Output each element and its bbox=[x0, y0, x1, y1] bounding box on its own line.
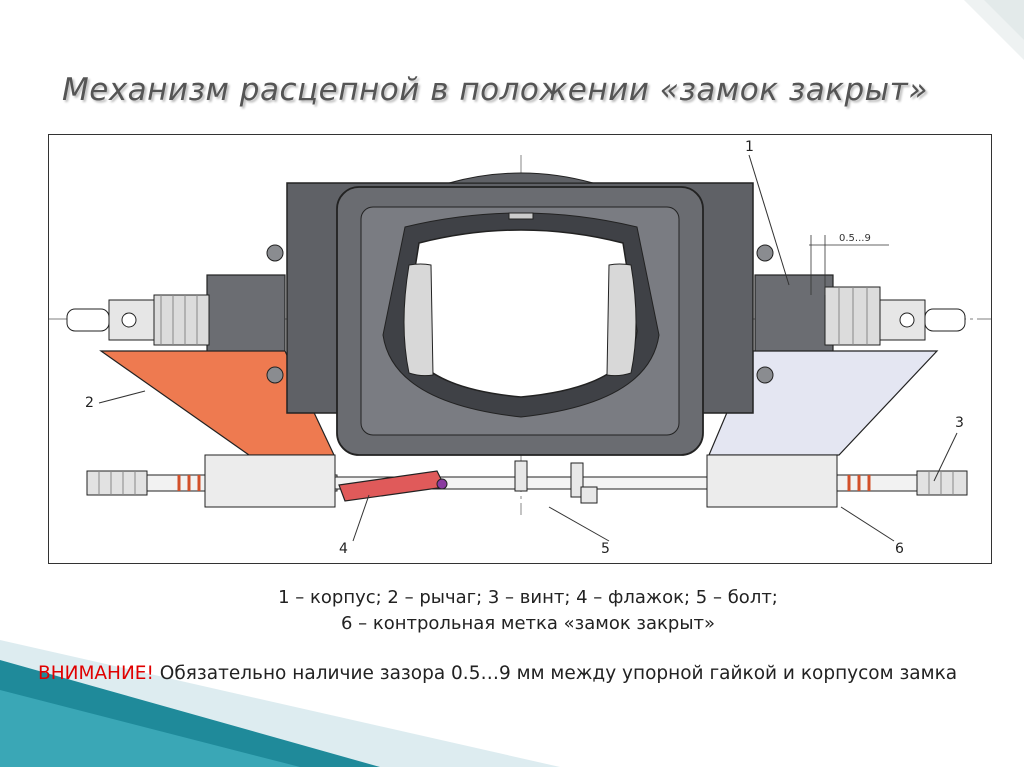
warning-text: Обязательно наличие зазора 0.5…9 мм межд… bbox=[153, 663, 958, 684]
callout-3: 3 bbox=[955, 415, 964, 431]
lock-body bbox=[266, 172, 774, 456]
legend-line-2: 6 – контрольная метка «замок закрыт» bbox=[340, 613, 716, 634]
mechanism-drawing: 0.5...9 1 2 3 4 5 6 bbox=[48, 134, 992, 564]
warning-note: ВНИМАНИЕ! Обязательно наличие зазора 0.5… bbox=[38, 662, 998, 686]
callout-5: 5 bbox=[601, 541, 610, 557]
callout-2: 2 bbox=[85, 395, 94, 411]
wave-decoration bbox=[0, 640, 560, 767]
slide-title: Механизм расцепной в положении «замок за… bbox=[62, 72, 928, 108]
callout-4: 4 bbox=[339, 541, 348, 557]
flag bbox=[338, 470, 446, 502]
callout-6: 6 bbox=[895, 541, 904, 557]
right-cylinder bbox=[754, 274, 966, 364]
warning-label: ВНИМАНИЕ! bbox=[38, 663, 154, 684]
gap-dimension-label: 0.5...9 bbox=[839, 233, 871, 244]
corner-decoration bbox=[964, 0, 1024, 60]
flag-pivot bbox=[436, 478, 448, 490]
left-cylinder bbox=[66, 274, 286, 364]
bolt bbox=[514, 460, 598, 504]
legend-line-1: 1 – корпус; 2 – рычаг; 3 – винт; 4 – фла… bbox=[278, 587, 778, 608]
callout-1: 1 bbox=[745, 139, 754, 155]
